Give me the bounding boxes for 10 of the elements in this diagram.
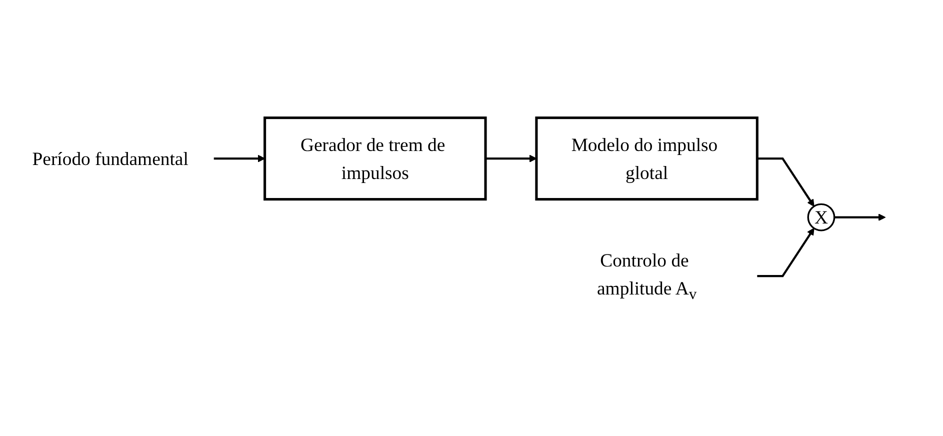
arrow <box>757 157 814 206</box>
arrow <box>834 213 886 221</box>
node-box: Modelo do impulso glotal <box>535 116 758 200</box>
node-circle: X <box>807 203 836 231</box>
arrow <box>214 154 266 162</box>
node-box: Gerador de trem de impulsos <box>264 116 487 200</box>
arrow <box>757 228 814 277</box>
node-text: Controlo de amplitude A$_{v}$ <box>597 249 697 302</box>
node-text: Período fundamental <box>32 148 188 169</box>
arrow <box>486 154 537 162</box>
